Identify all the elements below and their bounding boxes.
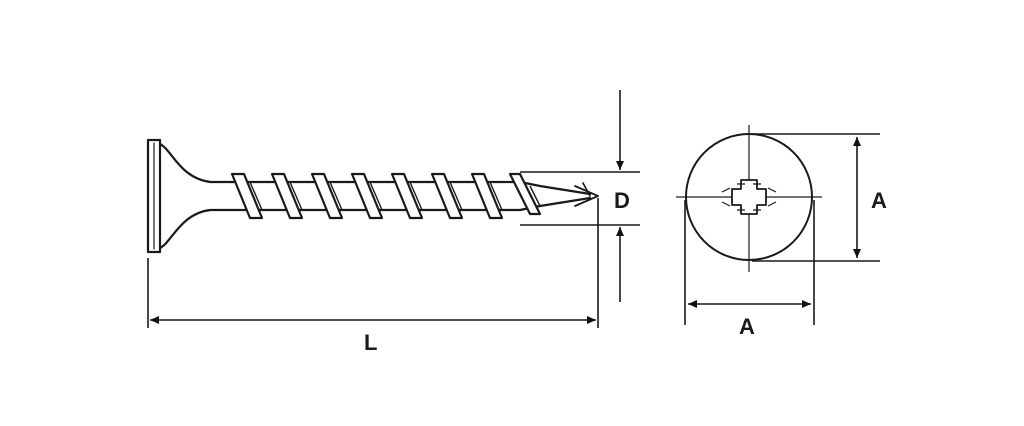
head-width-label: A [739,314,755,339]
diameter-label: D [614,188,630,213]
screw-side-view [146,138,599,254]
head-height-dimension [752,133,880,262]
screw-threads [230,172,542,220]
thread-back-lines [249,181,541,211]
head-width-dimension [684,200,815,325]
length-dimension [147,198,599,328]
head-height-label: A [871,188,887,213]
length-label: L [364,330,378,355]
phillips-recess-icon [721,179,777,215]
diameter-dimension [520,90,640,302]
